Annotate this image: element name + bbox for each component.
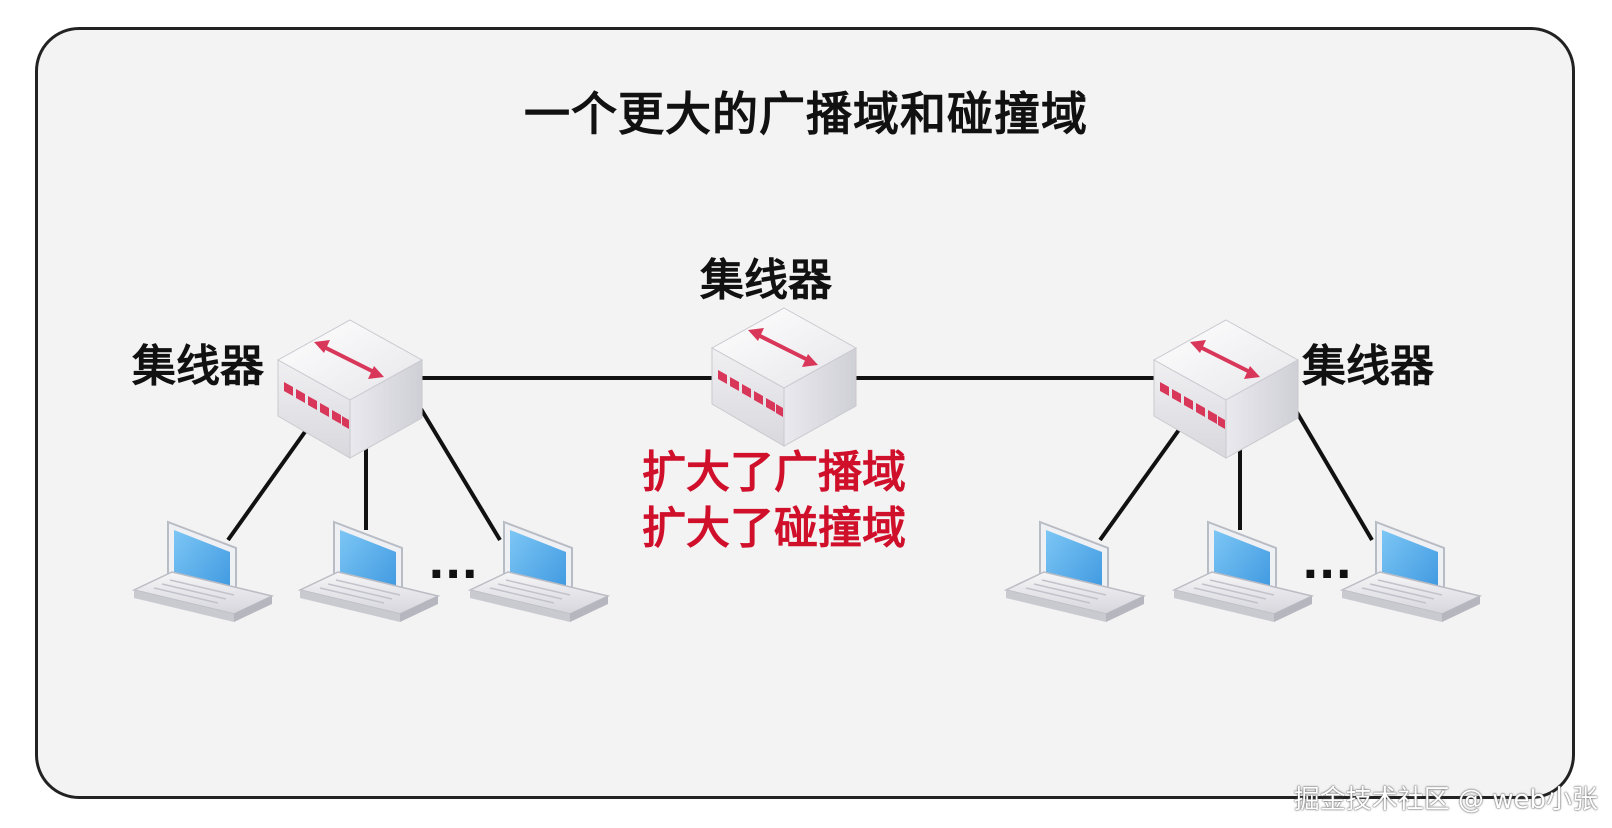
laptop-icon [299, 521, 439, 623]
right-hub-label: 集线器 [1302, 341, 1434, 392]
broadcast-domain-note: 扩大了广播域 [642, 447, 906, 498]
center-hub-icon [710, 306, 858, 448]
laptop-icon [133, 521, 273, 623]
collision-domain-note: 扩大了碰撞域 [642, 503, 906, 554]
laptop-icon [1005, 521, 1145, 623]
laptop-icon [469, 521, 609, 623]
diagram-title: 一个更大的广播域和碰撞域 [524, 87, 1088, 141]
watermark: 掘金技术社区 @ web小张 [1293, 785, 1598, 815]
left-hub-label: 集线器 [132, 341, 264, 392]
laptop-icon [1341, 521, 1481, 623]
left-ellipsis: ... [428, 538, 479, 589]
laptop-icon [1173, 521, 1313, 623]
right-ellipsis: ... [1302, 538, 1353, 589]
center-hub-label: 集线器 [700, 255, 832, 306]
